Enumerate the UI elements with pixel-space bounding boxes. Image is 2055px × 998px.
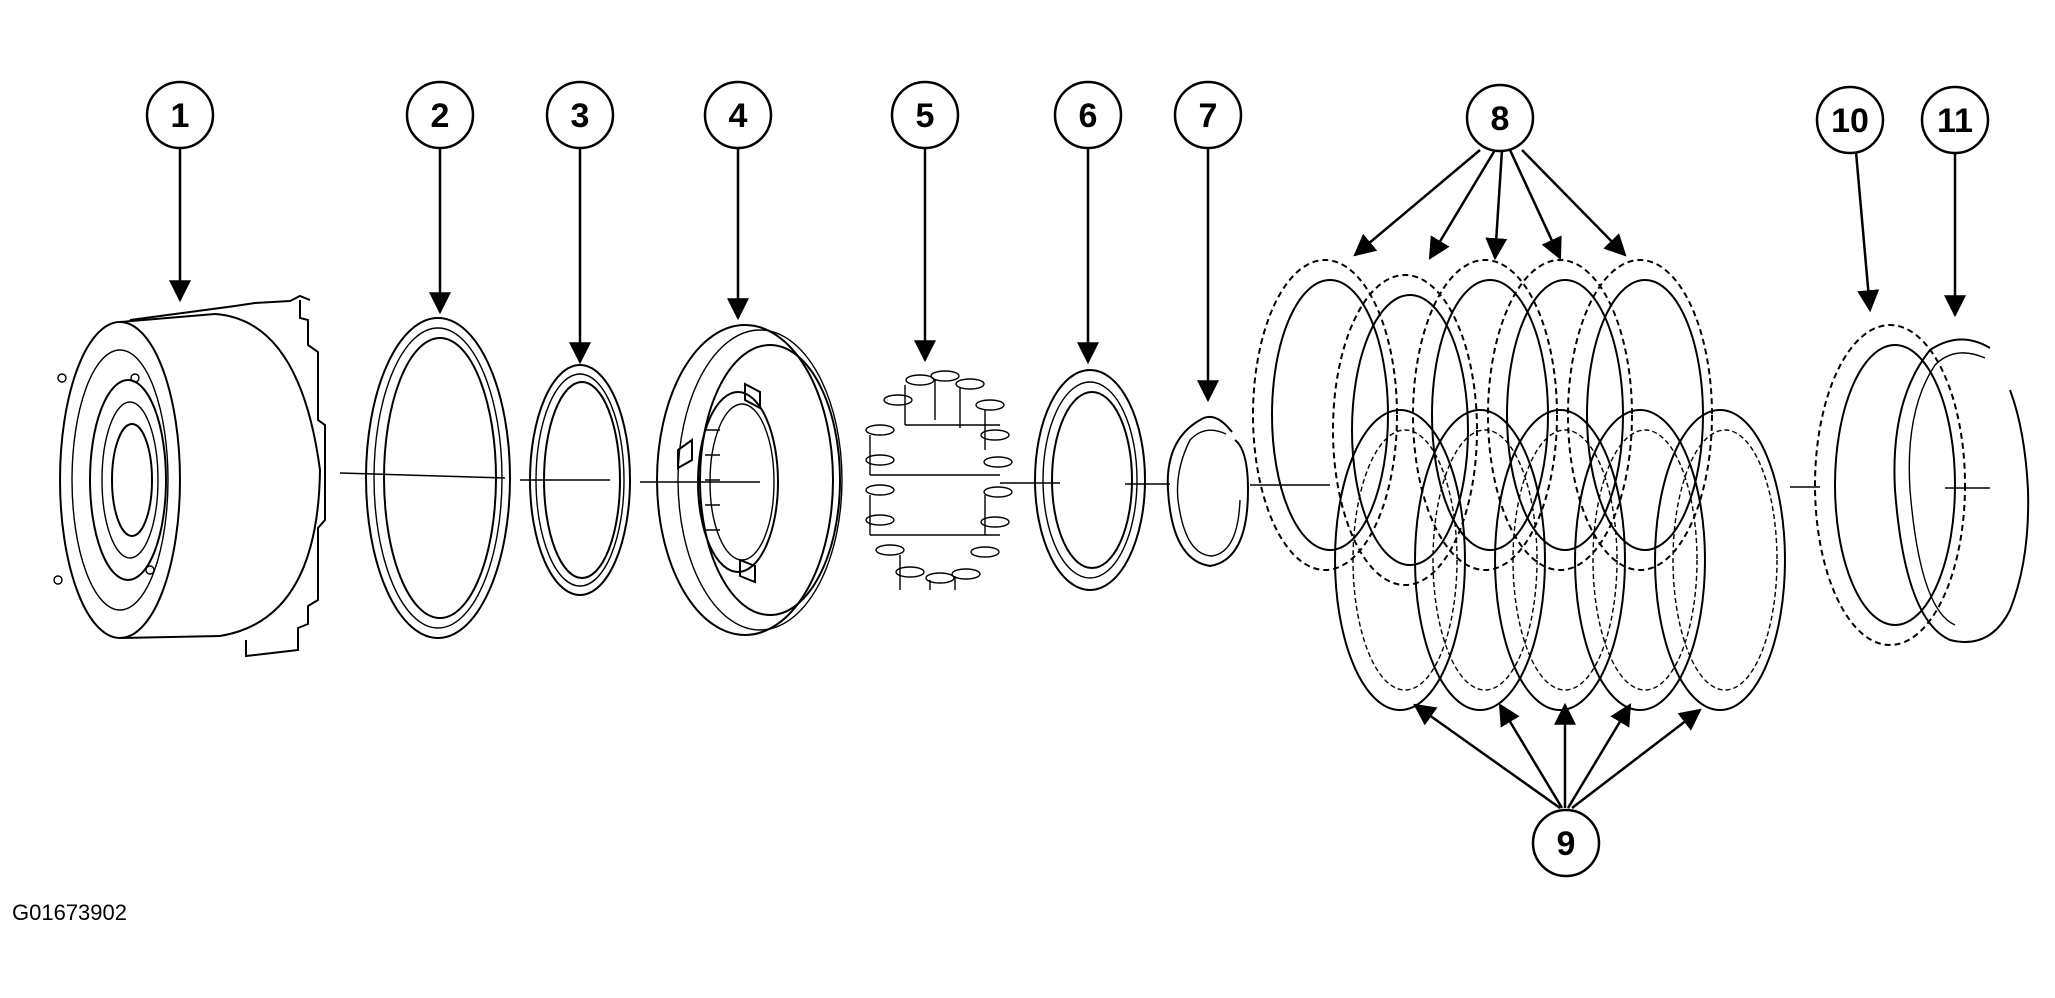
part-8-steel-plates: [1252, 259, 1713, 586]
part-9-friction-plates: [1334, 409, 1786, 711]
figure-id-label: G01673902: [12, 900, 127, 925]
part-5-return-springs: [865, 370, 1013, 590]
part-6-spring-retainer: [1034, 369, 1146, 591]
svg-text:3: 3: [571, 97, 590, 135]
callout-5: 5: [890, 80, 960, 150]
callouts: 1 2 3 4 5 6 7 8: [145, 80, 1990, 878]
svg-text:8: 8: [1491, 100, 1510, 138]
leader-lines: [169, 148, 1966, 810]
part-2-large-seal-ring: [365, 317, 511, 639]
part-7-snap-ring: [1166, 416, 1250, 568]
part-4-piston: [656, 324, 843, 636]
callout-3: 3: [545, 80, 615, 150]
callout-10: 10: [1815, 85, 1885, 155]
callout-2: 2: [405, 80, 475, 150]
svg-text:7: 7: [1199, 97, 1218, 135]
part-11-snap-ring: [1893, 338, 2030, 643]
callout-6: 6: [1053, 80, 1123, 150]
callout-8: 8: [1465, 83, 1535, 153]
svg-text:11: 11: [1937, 102, 1973, 140]
callout-7: 7: [1173, 80, 1243, 150]
svg-text:5: 5: [916, 97, 935, 135]
callout-9: 9: [1531, 808, 1601, 878]
part-3-small-seal-ring: [529, 364, 631, 596]
part-1-clutch-drum: [53, 294, 326, 658]
svg-text:6: 6: [1079, 97, 1098, 135]
callout-4: 4: [703, 80, 773, 150]
svg-text:2: 2: [431, 97, 450, 135]
callout-11: 11: [1920, 85, 1990, 155]
svg-text:4: 4: [729, 97, 748, 135]
svg-text:10: 10: [1831, 102, 1869, 140]
part-10-pressure-plate: [1814, 324, 1966, 646]
assembly-axis: [339, 472, 1990, 489]
svg-text:1: 1: [171, 97, 190, 135]
svg-text:9: 9: [1557, 825, 1576, 863]
callout-1: 1: [145, 80, 215, 150]
